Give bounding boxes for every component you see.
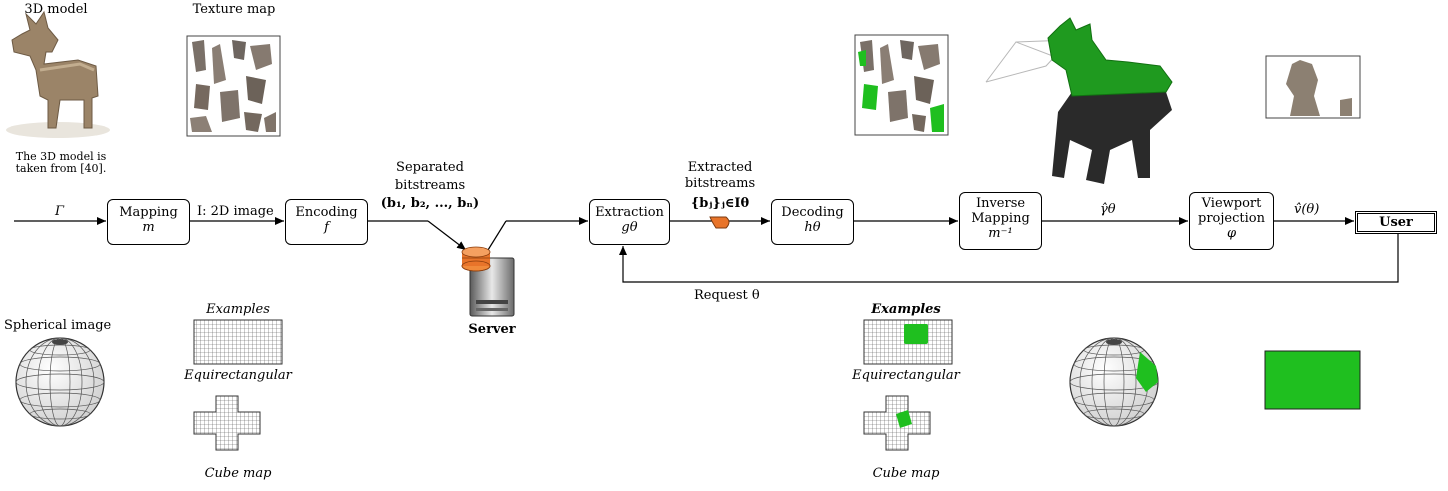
user-box: User	[1355, 211, 1437, 234]
extracted-line-3: {bⱼ}ⱼ∈Iθ	[690, 196, 750, 211]
viewport-title-1: Viewport	[1201, 196, 1262, 211]
highlighted-texture-image	[854, 34, 949, 136]
image-label: I: 2D image	[197, 204, 274, 219]
cubemap-left-label: Cube map	[204, 466, 272, 481]
server-label: Server	[468, 322, 516, 337]
extracted-line-1: Extracted	[687, 160, 753, 175]
model-caption-line-1: The 3D model is	[15, 150, 107, 163]
server-icon	[461, 246, 515, 317]
mapping-symbol: m	[142, 220, 155, 235]
extraction-filter-icon	[709, 216, 730, 229]
decoding-symbol: hθ	[804, 220, 821, 235]
v-hat-label: v̂(θ)	[1294, 202, 1320, 217]
examples-right: Examples	[871, 302, 941, 317]
separated-line-2: bitstreams	[394, 178, 466, 193]
sphere-image-right	[1069, 337, 1159, 427]
encoding-symbol: f	[324, 220, 329, 235]
equirect-left-label: Equirectangular	[184, 368, 292, 383]
extraction-title: Extraction	[595, 205, 664, 220]
mapping-box: Mapping m	[107, 199, 190, 245]
viewport-output-image	[1265, 55, 1361, 119]
texture-title: Texture map	[192, 2, 276, 17]
mapping-title: Mapping	[119, 205, 178, 220]
model-caption-line-2: taken from [40].	[15, 162, 107, 175]
equirect-highlight	[904, 324, 928, 344]
viewport-horse-image	[985, 17, 1173, 184]
extracted-line-2: bitstreams	[684, 176, 756, 191]
model-title: 3D model	[24, 2, 88, 17]
encoding-title: Encoding	[295, 205, 358, 220]
extraction-box: Extraction gθ	[589, 199, 670, 245]
separated-line-1: Separated	[396, 160, 464, 175]
viewport-green-output	[1264, 350, 1361, 410]
cubemap-highlight	[896, 410, 912, 428]
equirect-right-label: Equirectangular	[852, 368, 960, 383]
extraction-symbol: gθ	[621, 220, 638, 235]
viewport-projection-box: Viewport projection φ	[1189, 192, 1274, 250]
cubemap-grid-left	[193, 395, 261, 451]
pipeline-arrows	[14, 217, 1399, 283]
request-label: Request θ	[694, 288, 760, 303]
spherical-label: Spherical image	[4, 318, 112, 333]
sphere-image-left	[15, 337, 105, 427]
viewport-symbol: φ	[1226, 226, 1237, 241]
inverse-mapping-box: Inverse Mapping m⁻¹	[959, 192, 1042, 250]
inverse-symbol: m⁻¹	[988, 226, 1013, 241]
decoding-box: Decoding hθ	[771, 199, 854, 245]
texture-map-image	[186, 35, 281, 137]
equirect-grid-left	[193, 319, 283, 365]
decoding-title: Decoding	[781, 205, 844, 220]
cubemap-grid-right	[863, 395, 931, 451]
viewport-title-2: projection	[1198, 211, 1265, 226]
gamma-label: Γ	[55, 204, 65, 219]
encoding-box: Encoding f	[285, 199, 368, 245]
horse-model-image	[6, 10, 110, 138]
inverse-title-2: Mapping	[971, 211, 1030, 226]
cubemap-right-label: Cube map	[872, 466, 940, 481]
gamma-hat-label: γ̂θ	[1100, 202, 1116, 217]
inverse-title-1: Inverse	[975, 196, 1026, 211]
separated-line-3: (b₁, b₂, ..., bₙ)	[380, 196, 480, 211]
examples-left: Examples	[206, 302, 270, 317]
